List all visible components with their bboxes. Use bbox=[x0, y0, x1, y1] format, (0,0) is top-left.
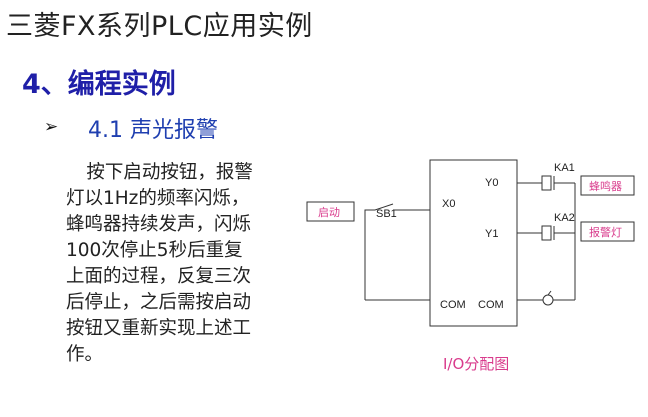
arrow-bullet-icon: ➢ bbox=[44, 117, 59, 137]
io-allocation-diagram: 启动 SB1 X0 COM Y0 Y1 COM KA1 蜂鸣器 KA2 报警灯 bbox=[306, 159, 635, 327]
sb1-switch-contact bbox=[374, 203, 394, 211]
start-input-label: 启动 bbox=[318, 206, 340, 219]
power-source-icon bbox=[542, 294, 554, 306]
plc-block bbox=[429, 159, 518, 327]
com-right-terminal-label: COM bbox=[478, 299, 504, 311]
section-heading: 4、编程实例 bbox=[22, 69, 176, 100]
input-wire bbox=[364, 209, 375, 300]
diagram-caption: I/O分配图 bbox=[443, 355, 510, 373]
ka1-label: KA1 bbox=[554, 162, 575, 174]
x0-terminal-label: X0 bbox=[442, 198, 455, 210]
com-left-terminal-label: COM bbox=[440, 299, 466, 311]
power-source-mark bbox=[547, 290, 552, 296]
ka2-label: KA2 bbox=[554, 212, 575, 224]
description-paragraph: 按下启动按钮，报警灯以1Hz的频率闪烁，蜂鸣器持续发声，闪烁100次停止5秒后重… bbox=[66, 162, 253, 365]
sb1-label: SB1 bbox=[376, 208, 397, 220]
ka1-relay-coil bbox=[541, 175, 552, 191]
y0-terminal-label: Y0 bbox=[485, 177, 498, 189]
buzzer-output-box bbox=[580, 175, 635, 196]
ka2-relay-coil bbox=[541, 225, 552, 241]
alarm-light-output-box bbox=[580, 221, 635, 242]
buzzer-output-label: 蜂鸣器 bbox=[589, 179, 622, 193]
alarm-light-output-label: 报警灯 bbox=[589, 225, 622, 239]
document-title: 三菱FX系列PLC应用实例 bbox=[6, 11, 313, 42]
start-input-box bbox=[306, 201, 355, 222]
subsection-heading: 4.1 声光报警 bbox=[88, 118, 218, 143]
y1-terminal-label: Y1 bbox=[485, 228, 498, 240]
